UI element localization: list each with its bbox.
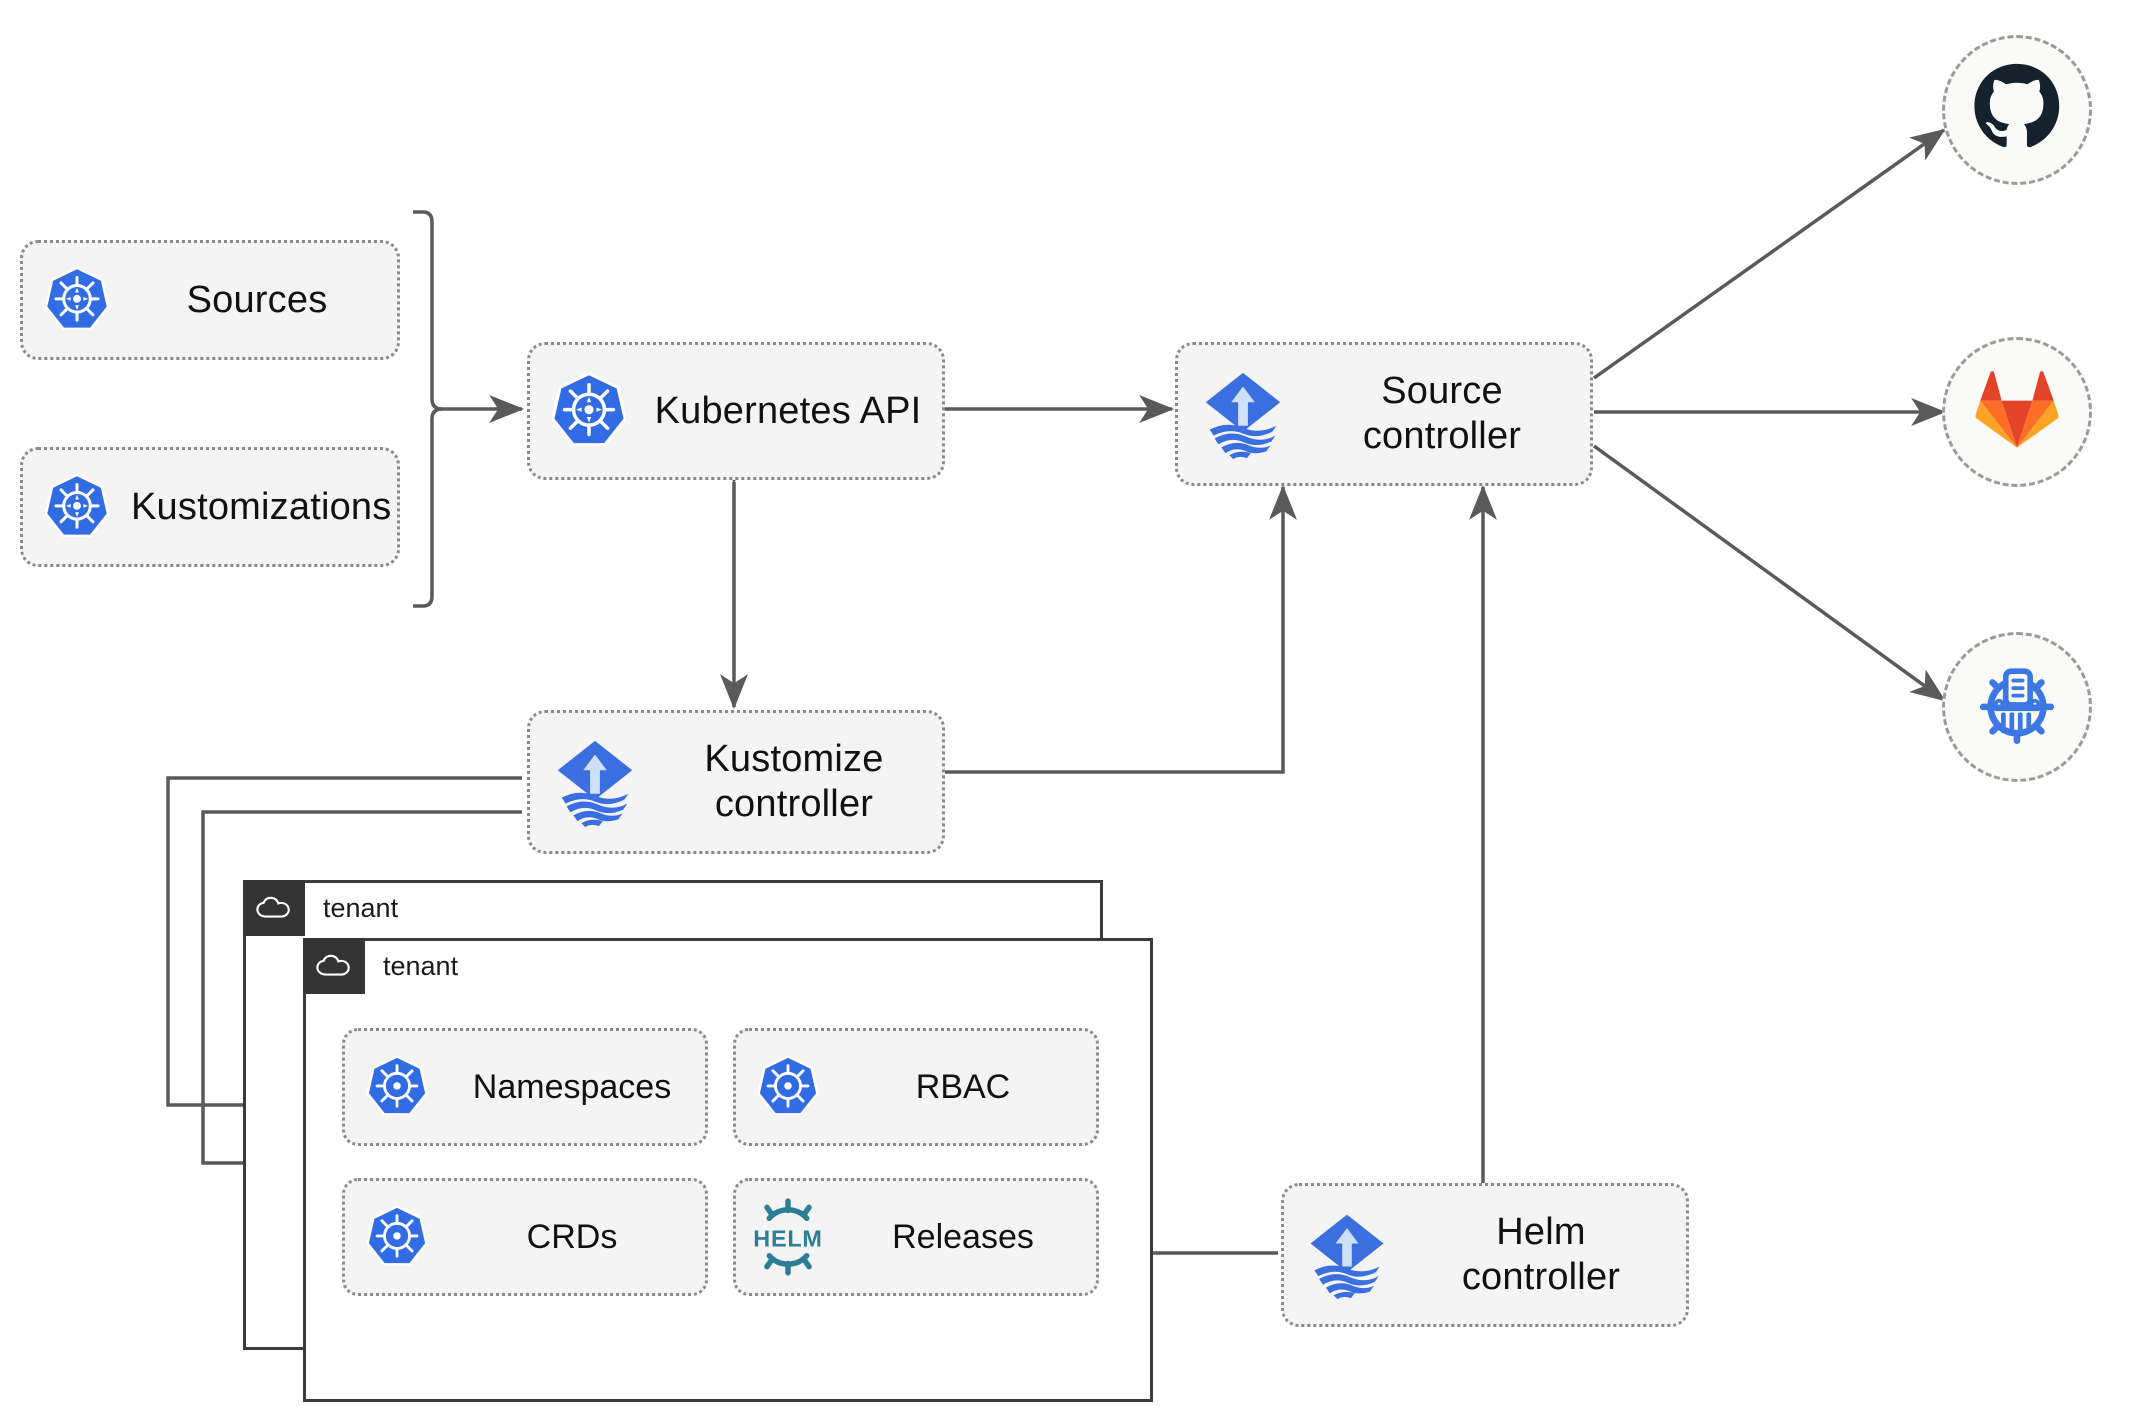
node-sources[interactable]: Sources (20, 240, 400, 360)
node-crds-label: CRDs (526, 1217, 618, 1256)
kubernetes-icon (345, 1202, 449, 1272)
node-releases-label: Releases (892, 1217, 1034, 1256)
node-kubernetes-api-label: Kubernetes API (654, 389, 922, 432)
node-helm-controller[interactable]: Helm controller (1281, 1183, 1689, 1327)
kubernetes-icon (345, 1052, 449, 1122)
node-kustomize-controller-label: Kustomize controller (704, 738, 884, 825)
edge-kustomize-source (944, 484, 1297, 774)
node-crds[interactable]: CRDs (342, 1178, 708, 1296)
flux-icon (1284, 1207, 1410, 1303)
kubernetes-icon (23, 263, 131, 337)
github-icon (1971, 62, 2063, 159)
node-source-controller-label: Source controller (1362, 370, 1522, 457)
tenant-1-name: tenant (323, 892, 399, 923)
node-kustomize-controller[interactable]: Kustomize controller (527, 710, 945, 854)
cloud-icon (303, 938, 365, 994)
edge-source-github (1592, 128, 1946, 380)
helm-repository-icon (1970, 658, 2064, 757)
tenant-2-name: tenant (383, 950, 459, 981)
kubernetes-icon (736, 1052, 840, 1122)
flux-icon (1178, 365, 1308, 463)
kubernetes-icon (530, 368, 648, 454)
edge-brace (413, 210, 443, 608)
flux-icon (530, 733, 660, 831)
edge-source-helmrepo (1592, 444, 1946, 702)
node-kustomizations[interactable]: Kustomizations (20, 447, 400, 567)
provider-helm-repository[interactable] (1942, 632, 2092, 782)
node-releases[interactable]: HELM Releases (733, 1178, 1099, 1296)
provider-gitlab[interactable] (1942, 337, 2092, 487)
node-sources-label: Sources (186, 278, 328, 321)
tenant-2-tab[interactable]: tenant (303, 938, 458, 994)
tenant-container-2[interactable]: tenant (303, 938, 1153, 1402)
helm-icon: HELM (736, 1198, 840, 1276)
gitlab-icon (1974, 369, 2060, 456)
cloud-icon (243, 880, 305, 936)
node-helm-controller-label: Helm controller (1461, 1211, 1621, 1298)
tenant-1-tab[interactable]: tenant (243, 880, 398, 936)
node-rbac[interactable]: RBAC (733, 1028, 1099, 1146)
node-namespaces[interactable]: Namespaces (342, 1028, 708, 1146)
node-namespaces-label: Namespaces (472, 1067, 672, 1106)
node-kustomizations-label: Kustomizations (131, 485, 392, 528)
node-rbac-label: RBAC (915, 1067, 1011, 1106)
kubernetes-icon (23, 470, 131, 544)
provider-github[interactable] (1942, 35, 2092, 185)
node-kubernetes-api[interactable]: Kubernetes API (527, 342, 945, 480)
node-source-controller[interactable]: Source controller (1175, 342, 1593, 486)
svg-text:HELM: HELM (753, 1225, 822, 1251)
